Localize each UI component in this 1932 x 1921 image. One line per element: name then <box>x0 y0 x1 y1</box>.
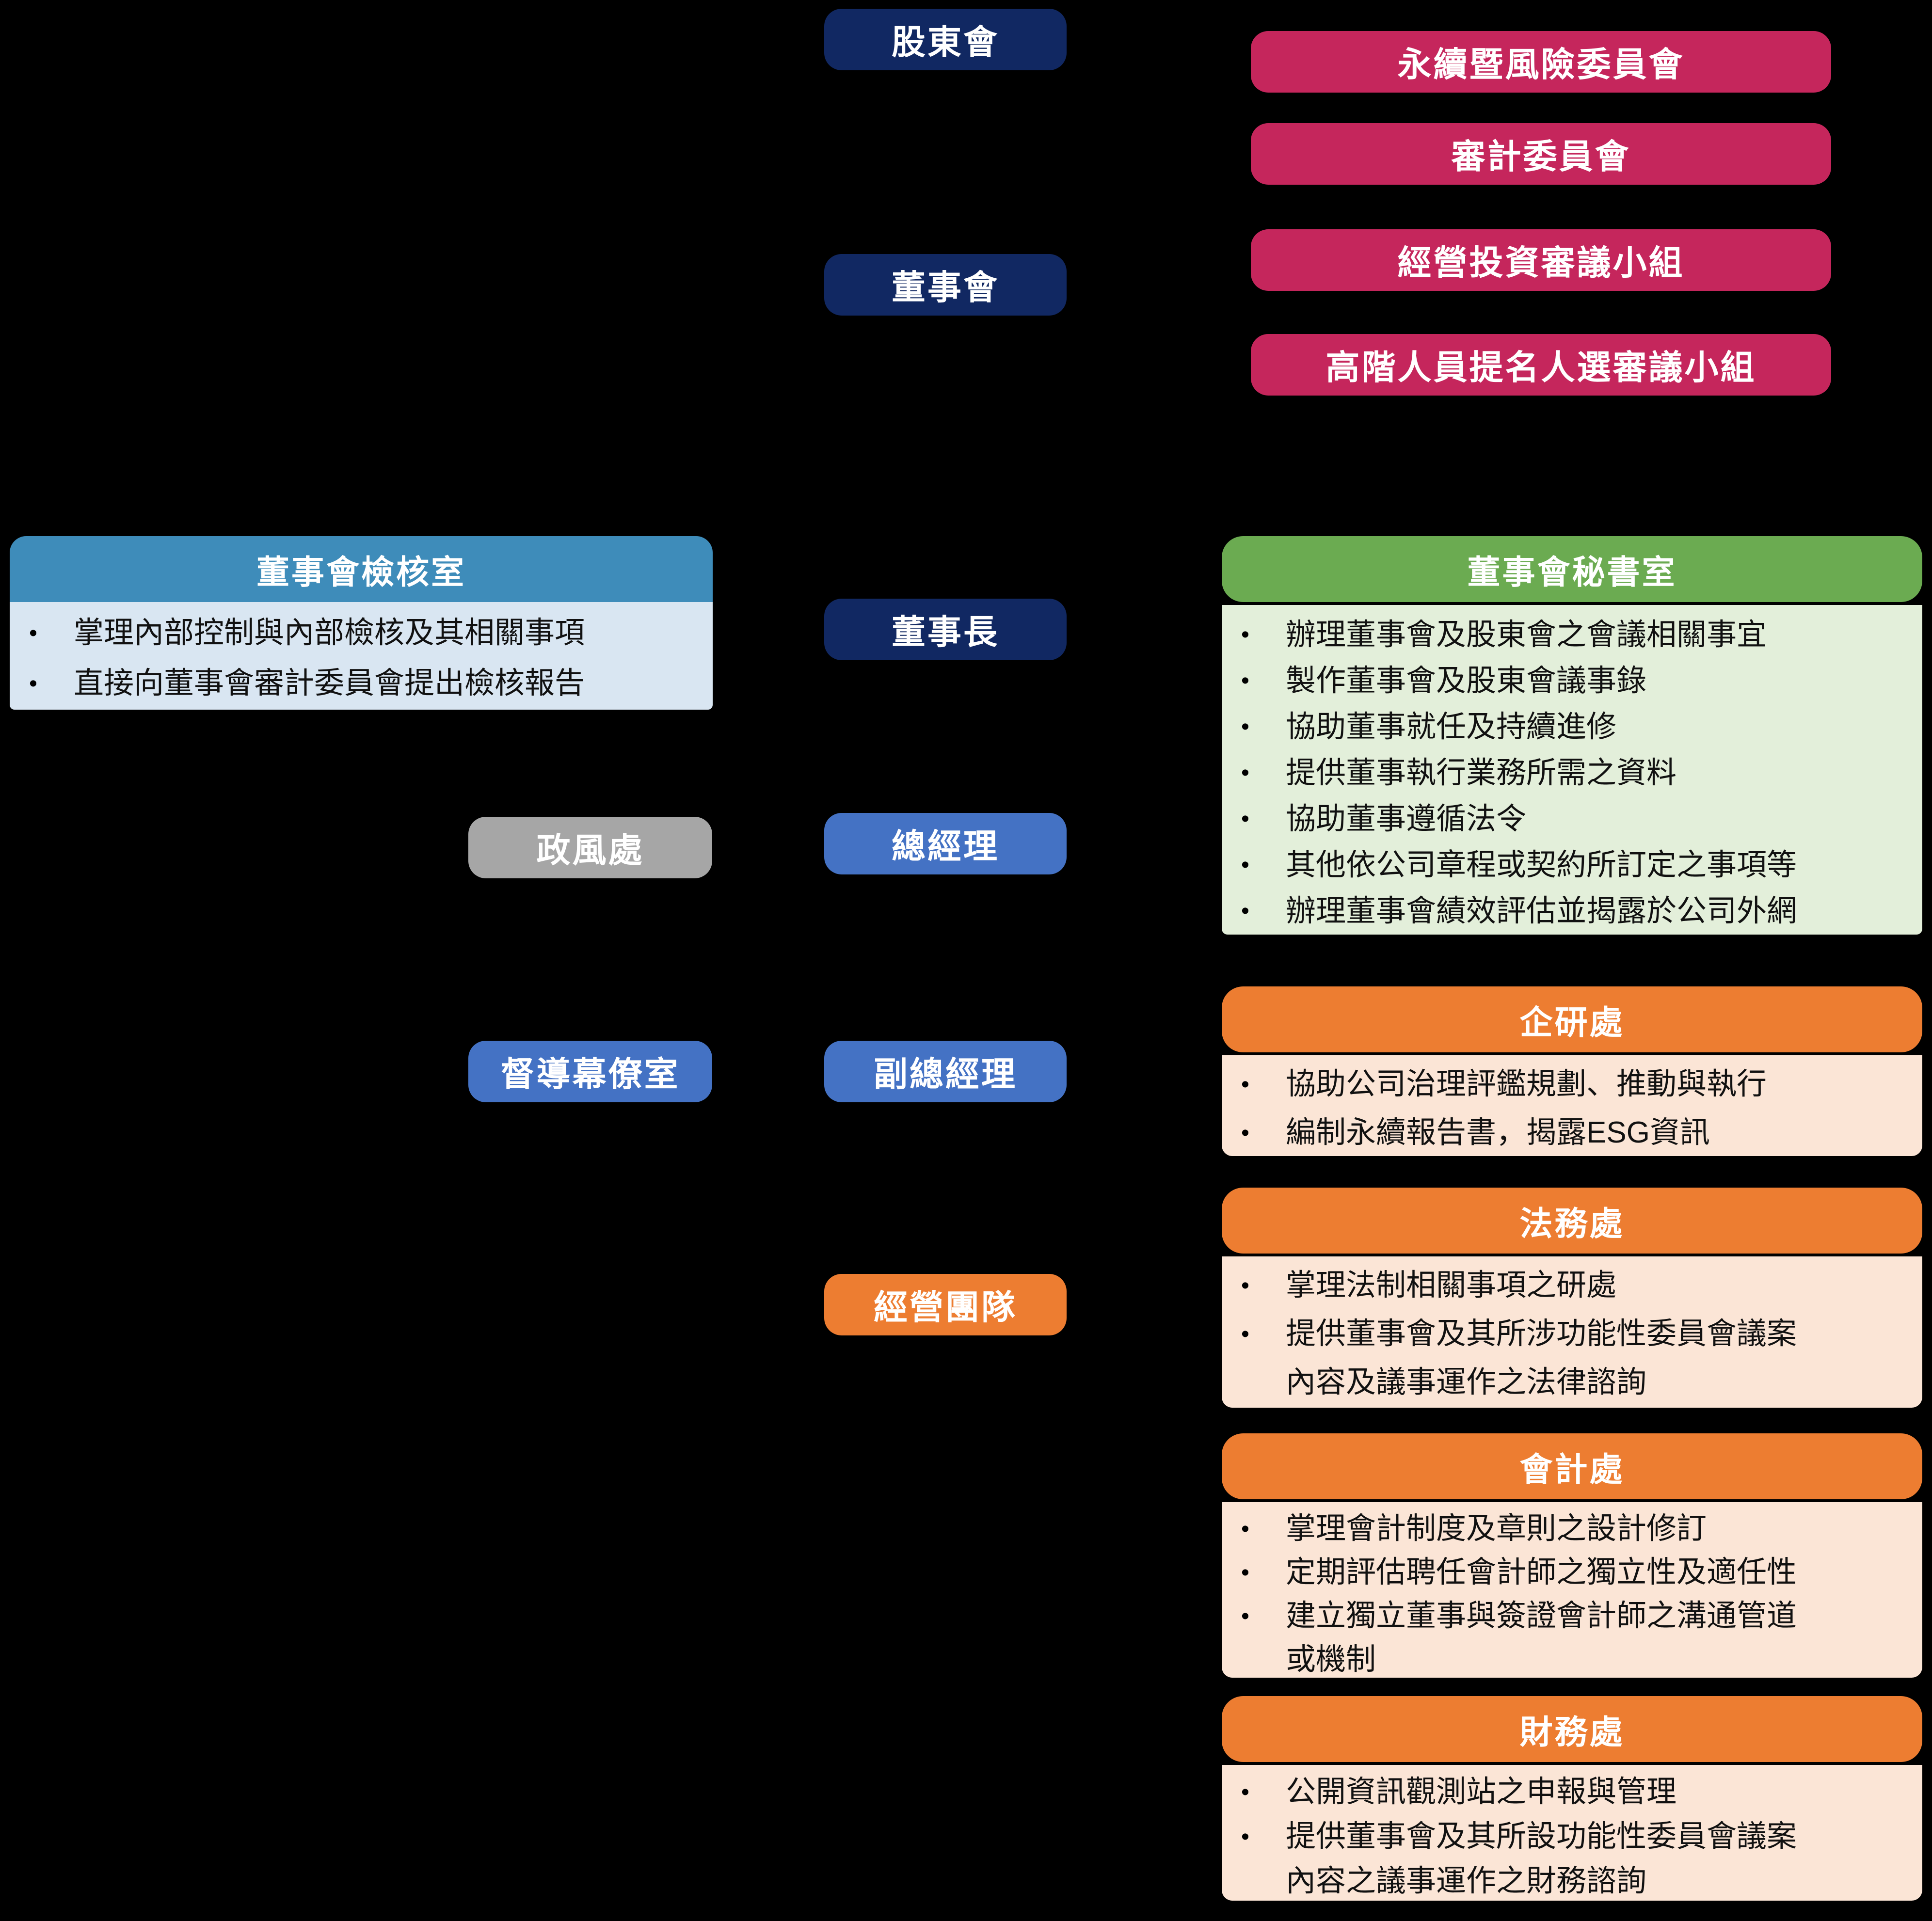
panel-finance-dept-body: 公開資訊觀測站之申報與管理 提供董事會及其所設功能性委員會議案內容之議事運作之財… <box>1222 1765 1922 1901</box>
node-board-of-directors: 董事會 <box>824 254 1067 316</box>
panel-finance-dept: 財務處 公開資訊觀測站之申報與管理 提供董事會及其所設功能性委員會議案內容之議事… <box>1222 1696 1922 1901</box>
bullet-item: 協助董事遵循法令 <box>1222 796 1825 842</box>
committee-senior-nomination: 高階人員提名人選審議小組 <box>1251 334 1831 396</box>
panel-board-secretariat: 董事會秘書室 辦理董事會及股東會之會議相關事宜 製作董事會及股東會議事錄 協助董… <box>1222 536 1922 935</box>
bullet-item: 提供董事會及其所設功能性委員會議案內容之議事運作之財務諮詢 <box>1222 1814 1825 1904</box>
bullet-list: 掌理法制相關事項之研處 提供董事會及其所涉功能性委員會議案內容及議事運作之法律諮… <box>1222 1256 1922 1407</box>
bullet-item: 提供董事會及其所涉功能性委員會議案內容及議事運作之法律諮詢 <box>1222 1310 1825 1407</box>
bullet-item: 製作董事會及股東會議事錄 <box>1222 658 1825 704</box>
bullet-item: 其他依公司章程或契約所訂定之事項等 <box>1222 842 1825 888</box>
panel-corporate-research-dept: 企研處 協助公司治理評鑑規劃、推動與執行 編制永續報告書，揭露ESG資訊 <box>1222 986 1922 1157</box>
bullet-list: 掌理內部控制與內部檢核及其相關事項 直接向董事會審計委員會提出檢核報告 <box>10 602 713 709</box>
bullet-item: 掌理會計制度及章則之設計修訂 <box>1222 1507 1825 1551</box>
node-supervisory-staff-office: 督導幕僚室 <box>468 1041 712 1102</box>
bullet-item: 直接向董事會審計委員會提出檢核報告 <box>10 658 693 709</box>
panel-board-inspection-office-title: 董事會檢核室 <box>10 536 713 602</box>
panel-accounting-dept-body: 掌理會計制度及章則之設計修訂 定期評估聘任會計師之獨立性及適任性 建立獨立董事與… <box>1222 1502 1922 1678</box>
panel-corporate-research-dept-body: 協助公司治理評鑑規劃、推動與執行 編制永續報告書，揭露ESG資訊 <box>1222 1055 1922 1157</box>
bullet-item: 編制永續報告書，揭露ESG資訊 <box>1222 1109 1825 1157</box>
node-president: 總經理 <box>824 813 1067 874</box>
node-ethics-office: 政風處 <box>468 817 712 878</box>
panel-accounting-dept-title: 會計處 <box>1222 1433 1922 1499</box>
bullet-item: 辦理董事會績效評估並揭露於公司外網 <box>1222 888 1825 934</box>
bullet-list: 公開資訊觀測站之申報與管理 提供董事會及其所設功能性委員會議案內容之議事運作之財… <box>1222 1765 1922 1904</box>
panel-legal-dept: 法務處 掌理法制相關事項之研處 提供董事會及其所涉功能性委員會議案內容及議事運作… <box>1222 1188 1922 1408</box>
committee-investment-review: 經營投資審議小組 <box>1251 229 1831 291</box>
bullet-item: 辦理董事會及股東會之會議相關事宜 <box>1222 612 1825 658</box>
bullet-list: 協助公司治理評鑑規劃、推動與執行 編制永續報告書，揭露ESG資訊 <box>1222 1055 1922 1157</box>
panel-board-inspection-office-body: 掌理內部控制與內部檢核及其相關事項 直接向董事會審計委員會提出檢核報告 <box>10 602 713 710</box>
bullet-item: 掌理法制相關事項之研處 <box>1222 1261 1825 1310</box>
panel-legal-dept-body: 掌理法制相關事項之研處 提供董事會及其所涉功能性委員會議案內容及議事運作之法律諮… <box>1222 1256 1922 1408</box>
bullet-item: 公開資訊觀測站之申報與管理 <box>1222 1770 1825 1814</box>
node-vice-president: 副總經理 <box>824 1041 1067 1102</box>
bullet-item: 提供董事執行業務所需之資料 <box>1222 750 1825 796</box>
bullet-item: 協助公司治理評鑑規劃、推動與執行 <box>1222 1060 1825 1109</box>
bullet-item: 定期評估聘任會計師之獨立性及適任性 <box>1222 1551 1825 1594</box>
panel-accounting-dept: 會計處 掌理會計制度及章則之設計修訂 定期評估聘任會計師之獨立性及適任性 建立獨… <box>1222 1433 1922 1678</box>
panel-legal-dept-title: 法務處 <box>1222 1188 1922 1254</box>
committee-audit: 審計委員會 <box>1251 123 1831 185</box>
bullet-item: 協助董事就任及持續進修 <box>1222 704 1825 750</box>
bullet-list: 辦理董事會及股東會之會議相關事宜 製作董事會及股東會議事錄 協助董事就任及持續進… <box>1222 605 1922 934</box>
committee-sustainability-risk: 永續暨風險委員會 <box>1251 31 1831 93</box>
panel-finance-dept-title: 財務處 <box>1222 1696 1922 1762</box>
panel-board-secretariat-title: 董事會秘書室 <box>1222 536 1922 602</box>
panel-board-secretariat-body: 辦理董事會及股東會之會議相關事宜 製作董事會及股東會議事錄 協助董事就任及持續進… <box>1222 605 1922 935</box>
panel-corporate-research-dept-title: 企研處 <box>1222 986 1922 1052</box>
bullet-item: 掌理內部控制與內部檢核及其相關事項 <box>10 608 693 658</box>
node-management-team: 經營團隊 <box>824 1274 1067 1335</box>
bullet-list: 掌理會計制度及章則之設計修訂 定期評估聘任會計師之獨立性及適任性 建立獨立董事與… <box>1222 1502 1922 1682</box>
node-chairman: 董事長 <box>824 599 1067 660</box>
node-shareholders-meeting: 股東會 <box>824 9 1067 70</box>
panel-board-inspection-office: 董事會檢核室 掌理內部控制與內部檢核及其相關事項 直接向董事會審計委員會提出檢核… <box>10 536 713 710</box>
bullet-item: 建立獨立董事與簽證會計師之溝通管道或機制 <box>1222 1594 1825 1682</box>
